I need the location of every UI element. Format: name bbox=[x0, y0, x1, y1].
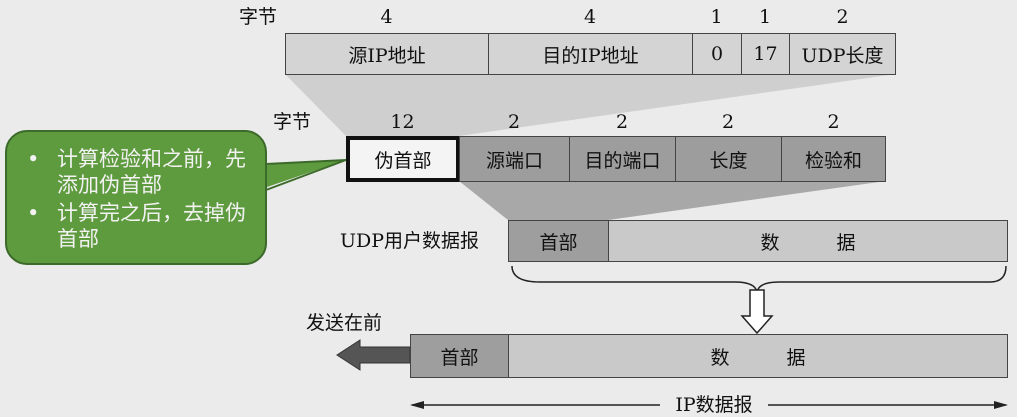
callout-item: 计算完之后，去掉伪首部 bbox=[27, 200, 255, 252]
byte-count: 4 bbox=[583, 6, 597, 28]
byte-count: 2 bbox=[615, 111, 629, 133]
brace bbox=[511, 265, 1007, 293]
udp-datagram-label: UDP用户数据报 bbox=[340, 230, 480, 252]
down-arrow-icon bbox=[740, 289, 774, 335]
udp-data: 数 据 bbox=[608, 220, 1008, 262]
left-arrow-icon bbox=[336, 339, 411, 371]
callout-item: 计算检验和之前，先添加伪首部 bbox=[27, 146, 255, 198]
field-dest-port: 目的端口 bbox=[569, 136, 676, 182]
top-unit-label: 字节 bbox=[238, 6, 277, 28]
field-zero: 0 bbox=[692, 33, 742, 75]
field-pseudo-header: 伪首部 bbox=[346, 136, 460, 182]
callout-note: 计算检验和之前，先添加伪首部 计算完之后，去掉伪首部 bbox=[5, 130, 267, 265]
field-source-port: 源端口 bbox=[459, 136, 570, 182]
byte-count: 2 bbox=[836, 6, 849, 28]
field-checksum: 检验和 bbox=[781, 136, 886, 182]
ip-datagram-label: IP数据报 bbox=[675, 394, 753, 416]
pseudo-header-expansion bbox=[285, 74, 896, 136]
field-source-ip: 源IP地址 bbox=[285, 33, 489, 75]
field-length: 长度 bbox=[675, 136, 782, 182]
field-udp-length: UDP长度 bbox=[789, 33, 896, 75]
udp-header-expansion bbox=[459, 181, 886, 220]
udp-header: 首部 bbox=[508, 220, 609, 262]
byte-count: 4 bbox=[380, 6, 393, 28]
byte-count: 1 bbox=[710, 6, 723, 28]
send-first-label: 发送在前 bbox=[306, 312, 383, 334]
mid-unit-label: 字节 bbox=[272, 111, 311, 133]
byte-count: 1 bbox=[758, 6, 772, 28]
ip-data: 数 据 bbox=[508, 334, 1008, 378]
ip-header: 首部 bbox=[410, 334, 509, 378]
field-dest-ip: 目的IP地址 bbox=[488, 33, 693, 75]
byte-count: 12 bbox=[390, 111, 415, 133]
byte-count: 2 bbox=[507, 111, 521, 133]
byte-count: 2 bbox=[827, 111, 840, 133]
byte-count: 2 bbox=[721, 111, 735, 133]
field-protocol: 17 bbox=[741, 33, 790, 75]
